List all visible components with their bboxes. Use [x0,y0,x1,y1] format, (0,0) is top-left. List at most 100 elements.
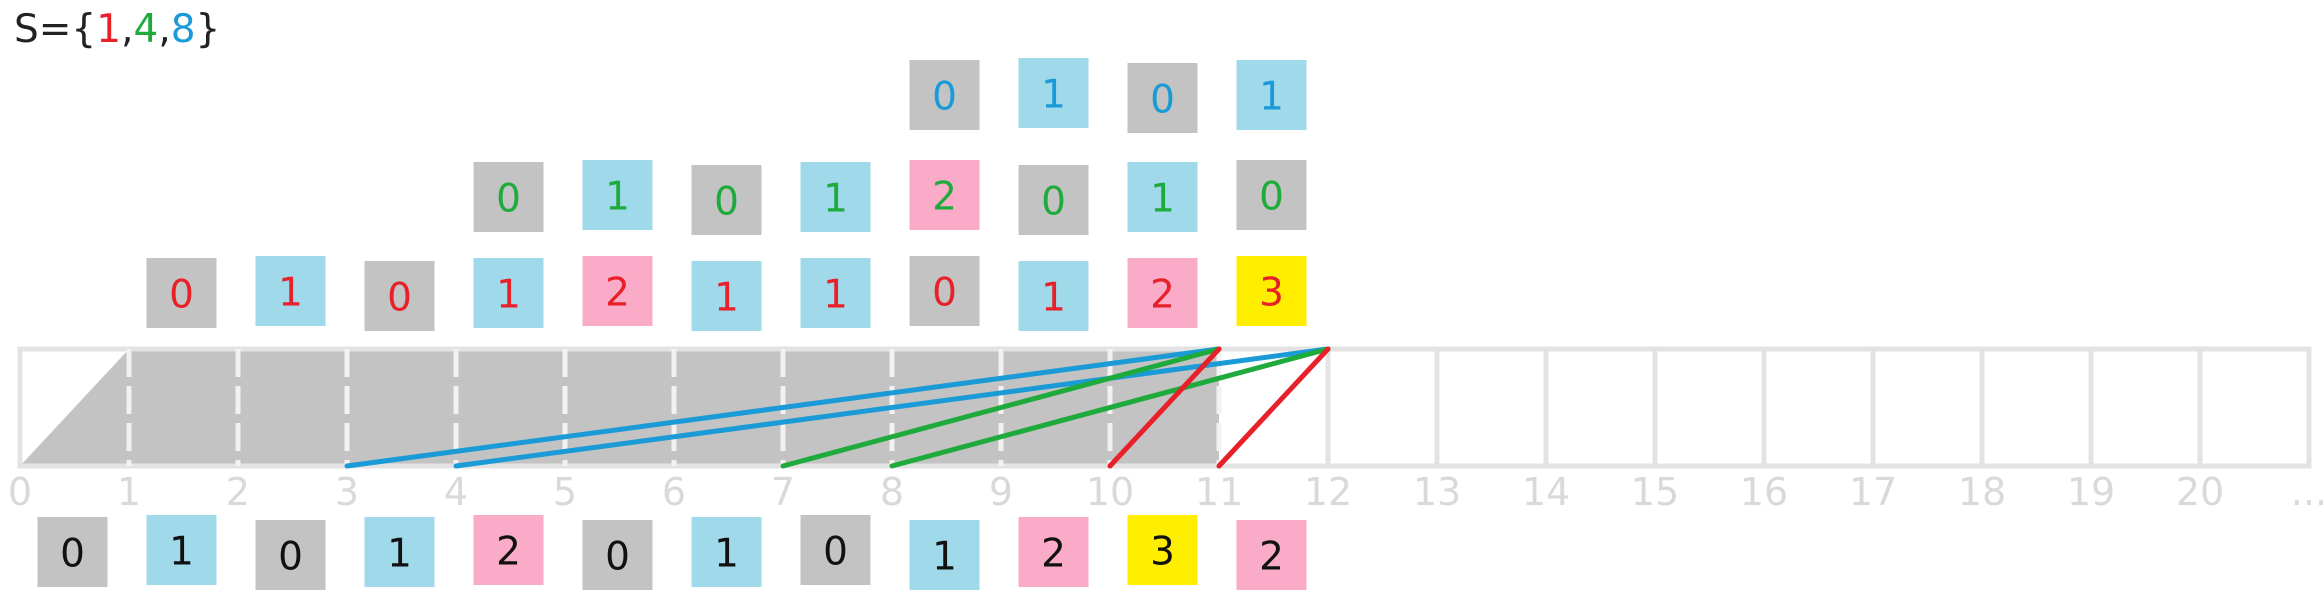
set-title-text: S={1,4,8} [14,7,220,52]
axis-label-17: 17 [1849,470,1897,514]
value-label: 0 [714,180,739,225]
axis-label-2: 2 [226,470,250,514]
value-box [1018,261,1089,331]
value-box [364,261,435,331]
value-box [473,258,544,328]
axis-label-ellipsis: ... [2291,470,2323,514]
value-label: 0 [823,530,848,575]
set-title-suffix: } [196,7,221,52]
value-box [1018,58,1089,128]
set-member-1: 1 [96,7,121,52]
value-box [1018,517,1089,587]
axis-label-5: 5 [553,470,577,514]
value-label: 0 [169,273,194,318]
axis-label-18: 18 [1958,470,2006,514]
set-separator: , [121,7,133,52]
value-box [1127,515,1198,585]
value-label: 0 [387,276,412,321]
value-box [255,520,326,590]
axis-label-8: 8 [880,470,904,514]
row-step-8: 0 1 0 1 [909,58,1307,133]
set-title: S={1,4,8} [14,7,220,52]
grid-cell-1 [129,349,238,466]
value-box [1236,256,1307,326]
value-box [1127,258,1198,328]
value-label: 2 [605,271,630,316]
axis-label-9: 9 [989,470,1013,514]
value-label: 2 [1259,535,1284,580]
value-label: 0 [278,535,303,580]
grid-cell-17 [1873,349,1982,466]
value-label: 1 [823,273,848,318]
grid-border [17,346,2312,469]
line-step-8-a [344,346,1222,469]
value-label: 1 [496,273,521,318]
value-box [364,517,435,587]
value-label: 0 [605,535,630,580]
axis-label-14: 14 [1522,470,1570,514]
line-step-4-a [780,346,1222,469]
axis-label-13: 13 [1413,470,1461,514]
value-label: 1 [714,532,739,577]
value-box [1236,520,1307,590]
value-label: 0 [1259,175,1284,220]
value-box [800,515,871,585]
position-grid [17,346,2312,469]
axis-label-4: 4 [444,470,468,514]
set-title-prefix: S={ [14,7,96,52]
value-label: 2 [932,175,957,220]
grid-cell-12 [1328,349,1437,466]
set-member-8: 8 [171,7,196,52]
value-label: 2 [1150,273,1175,318]
set-member-4: 4 [133,7,158,52]
value-label: 0 [932,75,957,120]
line-step-1-a [1107,346,1222,469]
value-label: 1 [1259,75,1284,120]
value-label: 1 [1041,73,1066,118]
grid-cell-3 [347,349,456,466]
value-box [255,256,326,326]
axis-label-19: 19 [2067,470,2115,514]
value-box [582,520,653,590]
grid-cell-15 [1655,349,1764,466]
value-box [473,162,544,232]
value-label: 2 [496,530,521,575]
value-label: 0 [1041,180,1066,225]
value-box [800,258,871,328]
axis-label-0: 0 [8,470,32,514]
axis-label-20: 20 [2176,470,2224,514]
axis-label-15: 15 [1631,470,1679,514]
value-box [1127,162,1198,232]
value-label: 0 [932,271,957,316]
axis-label-7: 7 [771,470,795,514]
value-box [909,160,980,230]
value-box [800,162,871,232]
grid-cell-20 [2200,349,2309,466]
value-box [1018,165,1089,235]
line-step-4-b [889,346,1331,469]
value-box [582,256,653,326]
grid-cell-19 [2091,349,2200,466]
axis-label-10: 10 [1086,470,1134,514]
value-label: 1 [169,530,194,575]
value-box [1236,60,1307,130]
grid-corner-blank [20,349,129,466]
value-box [1127,63,1198,133]
value-box [37,517,108,587]
value-label: 0 [496,177,521,222]
value-label: 3 [1150,530,1175,575]
value-label: 3 [1259,271,1284,316]
value-label: 1 [387,532,412,577]
grid-cell-2 [238,349,347,466]
value-box [909,256,980,326]
axis-label-12: 12 [1304,470,1352,514]
value-box [691,261,762,331]
value-label: 0 [1150,78,1175,123]
line-step-8-b [453,346,1331,469]
grid-cell-18 [1982,349,2091,466]
